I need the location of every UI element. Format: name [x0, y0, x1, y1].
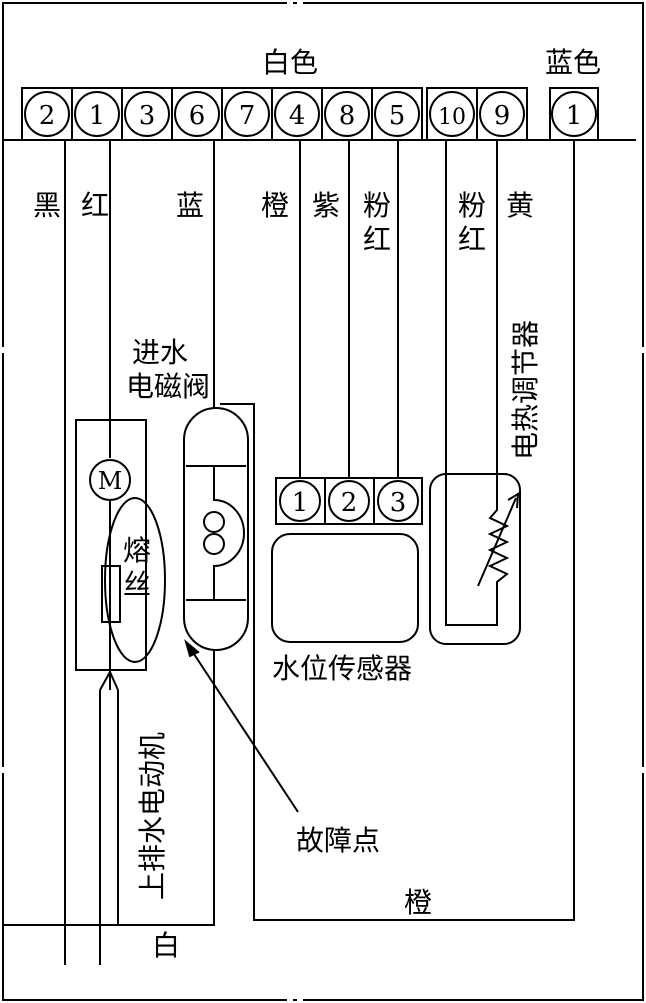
- label-white-bottom: 白: [152, 929, 180, 962]
- level-sensor-terminal-block: [275, 477, 423, 525]
- connector-white-pin-circle: [324, 91, 370, 137]
- wire-white-loop: [117, 650, 215, 926]
- inlet-valve-coil-2: [203, 533, 225, 555]
- label-purple: 紫: [312, 189, 340, 222]
- connector-white-pin-label: 8: [339, 101, 356, 131]
- label-orange-bottom: 橙: [404, 886, 432, 919]
- label-pink-red-2: 粉红: [458, 189, 486, 256]
- level-sensor-pin-2: 2: [341, 488, 358, 518]
- label-pink-red-1-line1: 粉: [363, 189, 391, 222]
- heat-regulator-resistor: [487, 478, 510, 590]
- drain-motor-label: 上排水电动机: [136, 732, 169, 900]
- level-sensor-label: 水位传感器: [272, 652, 412, 685]
- heat-regulator-body: [429, 473, 521, 645]
- connector-white-pin-circle: [74, 91, 120, 137]
- label-inlet-valve: 进水电磁阀: [126, 336, 210, 403]
- wire-labels: 黑 红 蓝 橙 紫 粉红 粉红 黄 橙 白: [33, 189, 534, 962]
- wires: [3, 140, 575, 965]
- connector-white-pin-label: 4: [289, 101, 306, 131]
- fault-point-label: 故障点: [296, 824, 380, 857]
- fault-pointer-line: [189, 647, 299, 813]
- label-orange: 橙: [261, 189, 289, 222]
- connector-white-pin-label: 9: [494, 101, 511, 131]
- connector-white-dividers: [71, 88, 478, 140]
- connector-blue-title: 蓝色: [545, 46, 601, 79]
- inlet-valve-coil-1: [203, 511, 225, 533]
- connector-white-pin-circle: [224, 91, 270, 137]
- fault-pointer-head: [184, 639, 200, 658]
- connector-white-pin-label: 6: [189, 101, 206, 131]
- heat-regulator-label: 电热调节器: [509, 320, 542, 460]
- connector-white-pin-label: 2: [39, 101, 56, 131]
- connector-white-pin-circle: [429, 91, 475, 137]
- connector-white-pin-label: 1: [89, 101, 106, 131]
- drain-arrow: [99, 669, 119, 691]
- connector-blue-pin-circle: [551, 91, 597, 137]
- connector-white: 2 1 3 6 7 4 8 5 10 9: [21, 87, 528, 141]
- inlet-valve: [183, 407, 249, 651]
- motor-symbol-label: M: [98, 467, 123, 495]
- fuse-label: 熔丝: [123, 534, 151, 601]
- heat-regulator: 电热调节器: [429, 320, 542, 645]
- label-red: 红: [81, 189, 109, 222]
- connector-white-pin-label: 7: [239, 101, 256, 131]
- fuse-ellipse: [104, 497, 166, 663]
- connector-blue-pin-label: 1: [566, 101, 583, 131]
- label-yellow: 黄: [506, 189, 534, 222]
- fault-point: 故障点: [184, 639, 380, 857]
- heat-regulator-arrow-head: [507, 492, 520, 509]
- connector-white-title: 白色: [262, 46, 318, 79]
- wire-pink-red-2: [445, 140, 498, 626]
- connector-white-pin-label: 10: [438, 105, 466, 130]
- inlet-valve-coil-path: [213, 466, 245, 600]
- connector-white-pin-label: 3: [139, 101, 156, 131]
- level-sensor: 1 2 3 水位传感器: [271, 477, 423, 685]
- connector-white-pin-circle: [24, 91, 70, 137]
- label-blue: 蓝: [176, 189, 204, 222]
- level-sensor-pin-3: 3: [390, 488, 407, 518]
- connector-white-pin-circle: [174, 91, 220, 137]
- fuse-body: [101, 565, 121, 623]
- label-pink-red-1: 粉红: [363, 189, 391, 256]
- connector-white-pin-circle: [374, 91, 420, 137]
- connector-white-pin-circle: [479, 91, 525, 137]
- label-black: 黑: [33, 189, 61, 222]
- connector-white-pin-circle: [274, 91, 320, 137]
- drain-motor-assembly: M 熔丝 上排水电动机: [75, 419, 169, 900]
- heat-regulator-arrow-shaft: [477, 497, 517, 587]
- level-sensor-body: [271, 533, 419, 643]
- connector-white-pin-circle: [124, 91, 170, 137]
- connector-white-pin-label: 5: [389, 101, 406, 131]
- wire-orange-bottom: [220, 140, 575, 921]
- connector-blue: 1: [549, 87, 599, 141]
- level-sensor-pin-1: 1: [292, 488, 309, 518]
- inlet-valve-capsule: [183, 407, 249, 651]
